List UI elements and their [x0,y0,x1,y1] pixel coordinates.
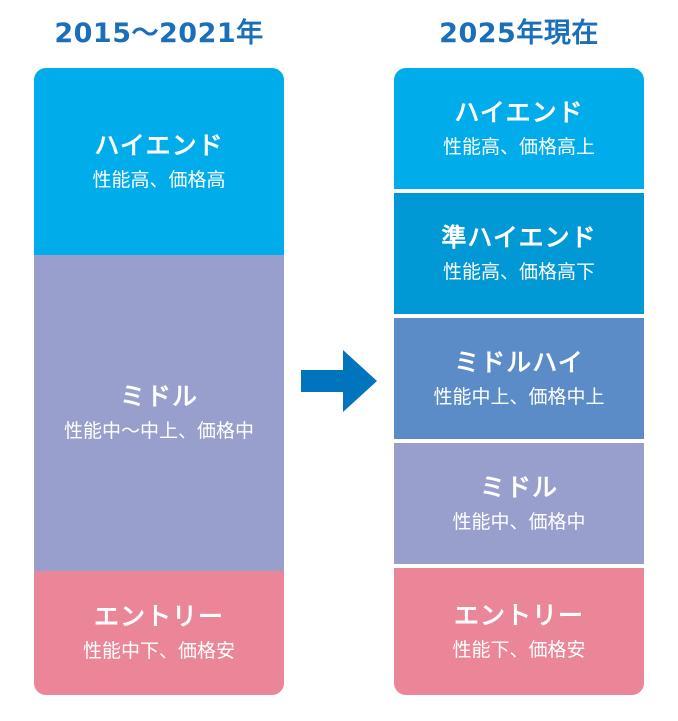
tier-description: 性能中、価格中 [452,510,586,533]
left-column-title: 2015～2021年 [54,18,264,49]
tier-divider [394,314,644,318]
tier-semi-high-end: 準ハイエンド 性能高、価格高下 [394,193,644,314]
tier-high-end: ハイエンド 性能高、価格高 [34,68,284,255]
tier-description: 性能高、価格高下 [442,260,595,283]
tier-name: ミドルハイ [454,347,584,377]
tier-name: エントリー [453,600,584,630]
tier-description: 性能中～中上、価格中 [63,420,254,442]
tier-description: 性能高、価格高上 [442,135,595,158]
right-tier-column: ハイエンド 性能高、価格高上 準ハイエンド 性能高、価格高下 ミドルハイ 性能中… [394,68,644,695]
tier-middle: ミドル 性能中～中上、価格中 [34,255,284,571]
tier-name: ミドル [119,382,198,411]
tier-divider [394,189,644,193]
tier-name: 準ハイエンド [441,222,597,252]
tier-name: ミドル [479,472,558,502]
tier-description: 性能下、価格安 [452,638,586,661]
right-arrow-icon [301,350,377,412]
right-column-title: 2025年現在 [439,18,599,49]
tier-entry: エントリー 性能中下、価格安 [34,571,284,695]
tier-name: ハイエンド [454,97,584,127]
tier-description: 性能中下、価格安 [82,640,235,662]
tier-description: 性能高、価格高 [92,168,226,191]
tier-name: ハイエンド [94,130,224,160]
left-tier-column: ハイエンド 性能高、価格高 ミドル 性能中～中上、価格中 エントリー 性能中下、… [34,68,284,695]
tier-description: 性能中上、価格中上 [433,385,605,408]
tier-entry: エントリー 性能下、価格安 [394,568,644,695]
tier-divider [394,439,644,443]
tier-middle: ミドル 性能中、価格中 [394,443,644,564]
tier-middle-high: ミドルハイ 性能中上、価格中上 [394,318,644,439]
tier-divider [394,564,644,568]
tier-name: エントリー [93,602,224,631]
arrow-shape [301,350,377,412]
tier-high-end: ハイエンド 性能高、価格高上 [394,68,644,189]
